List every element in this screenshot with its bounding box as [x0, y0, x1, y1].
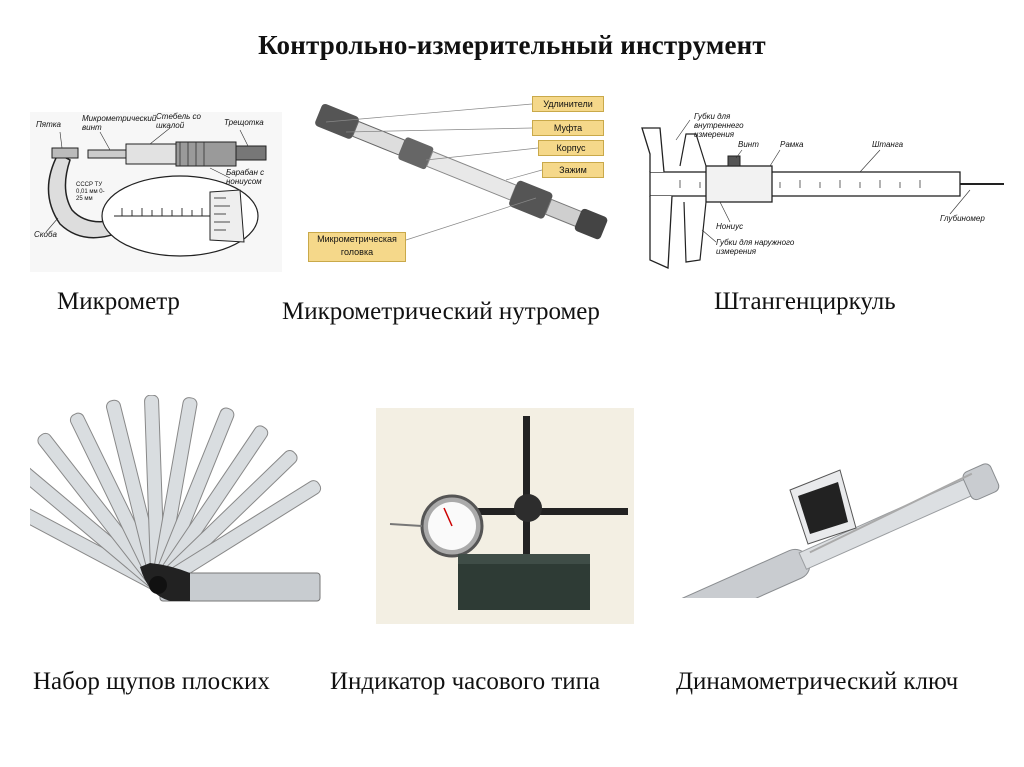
micrometer-label-anvil: Пятка [36, 120, 61, 129]
caption-micrometer: Микрометр [57, 288, 180, 315]
feeler-gauge-drawing [30, 395, 322, 602]
caliper-label-frame: Рамка [780, 140, 804, 149]
page-title: Контрольно-измерительный инструмент [258, 30, 766, 60]
caliper-label-screw: Винт [738, 140, 759, 149]
micrometer-label-plate: СССР ТУ 0,01 мм 0-25 мм [76, 182, 105, 202]
torque-wrench-drawing [669, 463, 1000, 598]
torque-wrench-photo [640, 436, 1004, 598]
dial-indicator-drawing [376, 408, 634, 624]
micrometer-illustration: Пятка Микрометрический винт Стебель со ш… [30, 112, 282, 272]
bore-label-coupling: Муфта [532, 120, 604, 136]
caption-bore-gauge: Микрометрический нутромер [282, 298, 600, 325]
caliper-label-beam: Штанга [872, 140, 904, 149]
caliper-label-outer-jaws: Губки для наружного измерения [716, 238, 795, 256]
caption-dial-indicator: Индикатор часового типа [330, 668, 601, 695]
micrometer-label-thimble: Барабан с нониусом [226, 168, 265, 186]
caliper-drawing [641, 119, 1004, 269]
caliper-label-vernier: Нониус [716, 222, 744, 231]
caliper-illustration: Губки для внутреннего измерения Винт Рам… [620, 110, 1008, 272]
bore-label-body: Корпус [538, 140, 604, 156]
micrometer-drawing [30, 112, 282, 272]
micrometer-label-frame: Скоба [34, 230, 57, 239]
caliper-label-inner-jaws: Губки для внутреннего измерения [694, 112, 744, 139]
micrometer-label-spindle: Микрометрический винт [82, 114, 157, 132]
bore-label-head: Микрометрическая головка [308, 232, 406, 262]
caliper-label-depth: Глубиномер [940, 214, 985, 223]
micrometer-label-ratchet: Трещотка [224, 118, 264, 127]
bore-gauge-illustration: Удлинители Муфта Корпус Зажим Микрометри… [286, 90, 616, 265]
micrometer-label-stem: Стебель со шкалой [156, 112, 201, 130]
dial-indicator-photo [376, 408, 634, 624]
caption-feeler-set: Набор щупов плоских [33, 668, 270, 695]
caption-caliper: Штангенциркуль [714, 288, 896, 315]
bore-label-clamp: Зажим [542, 162, 604, 178]
feeler-gauge-photo [30, 395, 330, 615]
caption-torque-wrench: Динамометрический ключ [676, 668, 959, 695]
bore-label-extensions: Удлинители [532, 96, 604, 112]
bore-gauge-drawing [315, 103, 608, 241]
